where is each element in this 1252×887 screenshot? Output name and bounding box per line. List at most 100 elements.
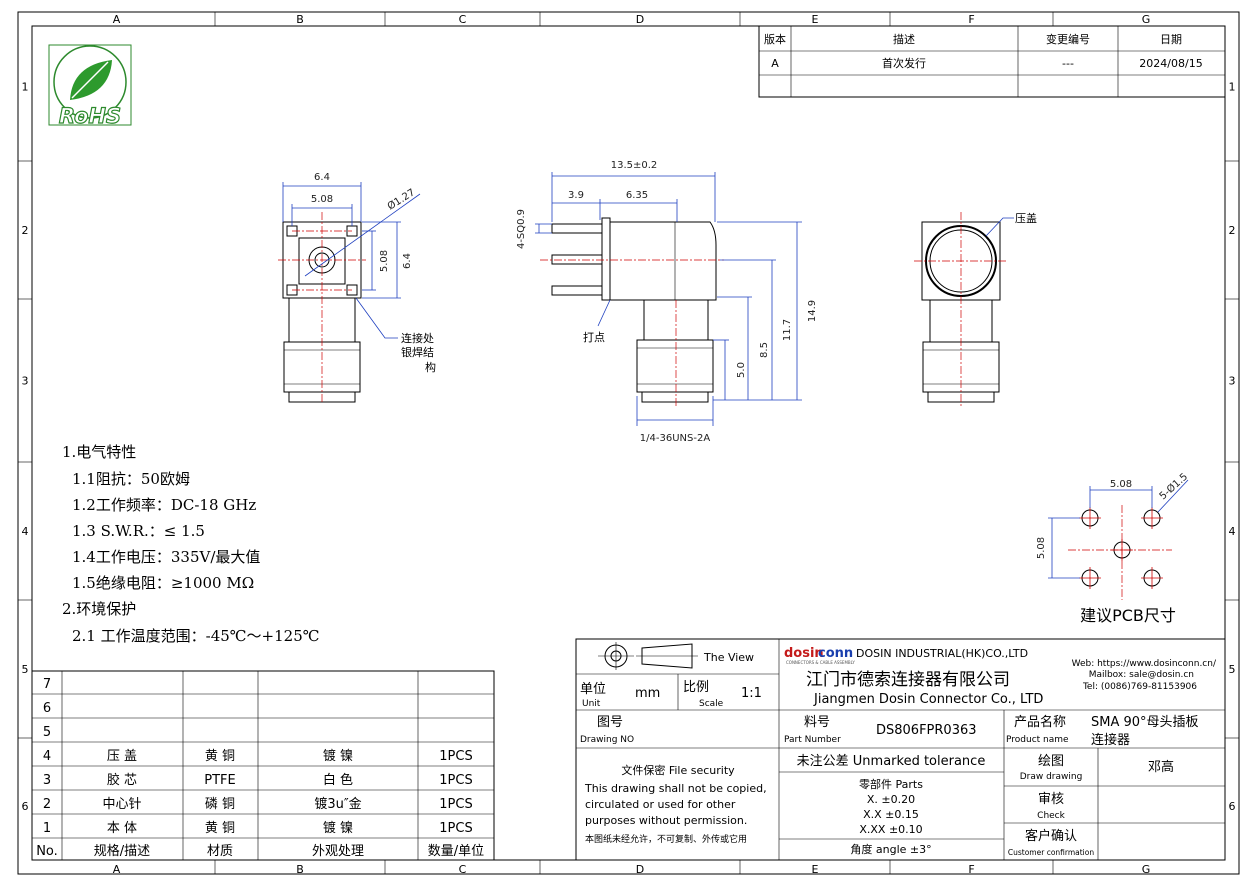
zone-col-label: G: [1142, 863, 1151, 876]
rev-change: ---: [1062, 57, 1074, 70]
note-weld-line1: 连接处: [401, 332, 434, 345]
zone-row-label: 4: [22, 525, 29, 538]
bom-cell: 本 体: [107, 821, 137, 836]
spec-line-5: 1.4工作电压：335V/最大值: [72, 548, 260, 566]
bom-cell: PTFE: [204, 773, 235, 788]
spec-notes: 1.电气特性 1.1阻抗：50欧姆 1.2工作频率：DC-18 GHz 1.3 …: [62, 443, 320, 645]
bom-cell: 2: [43, 797, 51, 812]
product-name-value-1: SMA 90°母头插板: [1091, 715, 1199, 730]
spec-line-3: 1.2工作频率：DC-18 GHz: [72, 496, 256, 514]
security-line-1: This drawing shall not be copied,: [584, 782, 767, 795]
note-weld-line2: 银焊结: [401, 345, 434, 359]
product-name-value-2: 连接器: [1091, 732, 1130, 748]
zone-col-label: A: [113, 13, 121, 26]
dim-pcb-pitch-w: 5.08: [1110, 479, 1132, 490]
customer-en: Customer confirmation: [1008, 848, 1094, 857]
zone-col-label: C: [459, 863, 467, 876]
drawing-no-en: Drawing NO: [580, 735, 634, 745]
brand-b: conn: [818, 646, 853, 661]
dim-side-h2: 8.5: [759, 342, 770, 358]
zone-row-label: 5: [22, 663, 29, 676]
unit-cn: 单位: [580, 682, 606, 697]
draw-en: Draw drawing: [1020, 772, 1083, 782]
title-block: The View 单位 Unit mm 比例 Scale 1:1 dosin c…: [575, 638, 1226, 861]
drawing-no-cn: 图号: [597, 715, 623, 730]
company-tel: Tel: (0086)769-81153906: [1082, 682, 1197, 692]
zone-row-label: 6: [22, 800, 29, 813]
bom-cell: 镀 镍: [323, 820, 353, 836]
rev-header-date: 日期: [1160, 33, 1182, 46]
outer-frame: [17, 11, 1240, 875]
zone-col-label: D: [636, 863, 644, 876]
zone-col-label: B: [296, 863, 304, 876]
bom-cell: 1: [43, 821, 51, 836]
spec-line-8: 2.1 工作温度范围：-45℃～+125℃: [72, 627, 320, 645]
product-name-en: Product name: [1006, 735, 1069, 745]
zone-col-label: E: [812, 13, 819, 26]
zone-row-label: 1: [22, 81, 29, 94]
dim-side-length: 13.5±0.2: [611, 160, 658, 171]
bom-cell: 白 色: [323, 772, 353, 788]
security-title: 文件保密 File security: [621, 763, 735, 777]
pcb-layout: 5.08 5.08 5-Ø1.5 建议PCB尺寸: [1036, 471, 1190, 625]
scale-cn: 比例: [683, 680, 709, 695]
zone-col-label: B: [296, 13, 304, 26]
side-view: 13.5±0.2 3.9 6.35 4-SQ0.9 5.0 8.5 11.7 1…: [516, 160, 818, 444]
front-view: 6.4 5.08 Ø1.27 5.08 6.4 连接处 银焊结 构: [278, 172, 436, 404]
bom-cell: 黄 铜: [205, 821, 235, 836]
company-web: Web: https://www.dosinconn.cn/: [1072, 659, 1217, 669]
tolerance-parts: 零部件 Parts: [859, 777, 923, 791]
bom-header-qty: 数量/单位: [428, 844, 484, 859]
rev-desc: 首次发行: [882, 56, 926, 70]
product-name-cn: 产品名称: [1014, 714, 1066, 730]
zone-col-label: F: [968, 13, 974, 26]
bom-row-7: 7: [43, 677, 51, 692]
dim-side-pin: 4-SQ0.9: [516, 209, 527, 249]
company-en-hk: DOSIN INDUSTRIAL(HK)CO.,LTD: [856, 647, 1028, 660]
note-cap: 压盖: [1015, 211, 1037, 225]
tolerance-x: X. ±0.20: [867, 793, 915, 806]
company-mail: Mailbox: sale@dosin.cn: [1089, 670, 1194, 680]
bom-row-5: 5: [43, 725, 51, 740]
bom-header-spec: 规格/描述: [94, 843, 150, 859]
zone-col-label: E: [812, 863, 819, 876]
bom-cell: 中心针: [102, 797, 141, 812]
dim-thread: 1/4-36UNS-2A: [640, 433, 711, 444]
draw-cn: 绘图: [1038, 754, 1064, 769]
zone-col-label: A: [113, 863, 121, 876]
bom-cell: 磷 铜: [205, 797, 235, 812]
brand-a: dosin: [784, 646, 824, 661]
check-en: Check: [1037, 811, 1065, 821]
scale-en: Scale: [699, 699, 724, 709]
rev-header-change: 变更编号: [1046, 32, 1090, 46]
bom-cell: 镀 镍: [323, 748, 353, 764]
tolerance-angle: 角度 angle ±3°: [850, 842, 931, 856]
dim-front-pitch-h: 5.08: [379, 250, 390, 272]
zone-col-label: G: [1142, 13, 1151, 26]
bom-cell: 4: [43, 749, 51, 764]
rev-date: 2024/08/15: [1139, 57, 1202, 70]
bom-table: 7 6 5 4 压 盖 黄 铜 镀 镍 1PCS 3 胶 芯 PTFE 白 色 …: [31, 670, 495, 861]
tolerance-title: 未注公差 Unmarked tolerance: [797, 754, 986, 769]
part-number-en: Part Number: [784, 735, 841, 745]
dim-front-overall-h: 6.4: [402, 253, 413, 269]
dim-pcb-pitch-h: 5.08: [1036, 537, 1047, 559]
scale-value: 1:1: [741, 686, 762, 701]
revision-table: 版本 描述 变更编号 日期 A 首次发行 --- 2024/08/15: [758, 25, 1226, 98]
dim-front-pitch-w: 5.08: [311, 194, 333, 205]
bom-cell: 压 盖: [107, 749, 137, 764]
dim-side-a: 3.9: [568, 190, 584, 201]
zone-row-label: 4: [1229, 525, 1236, 538]
security-line-2: circulated or used for other: [585, 798, 736, 811]
dim-front-hole: Ø1.27: [385, 186, 417, 212]
dim-front-overall-w: 6.4: [314, 172, 330, 183]
projection-symbol-icon: [598, 642, 698, 670]
check-cn: 审核: [1038, 792, 1064, 807]
rev-header-version: 版本: [764, 32, 786, 46]
spec-line-2: 1.1阻抗：50欧姆: [72, 470, 190, 488]
security-line-3: purposes without permission.: [585, 814, 747, 827]
bom-cell: 1PCS: [439, 821, 472, 836]
tolerance-xxx: X.XX ±0.10: [859, 823, 922, 836]
pcb-holes: [1079, 507, 1163, 589]
